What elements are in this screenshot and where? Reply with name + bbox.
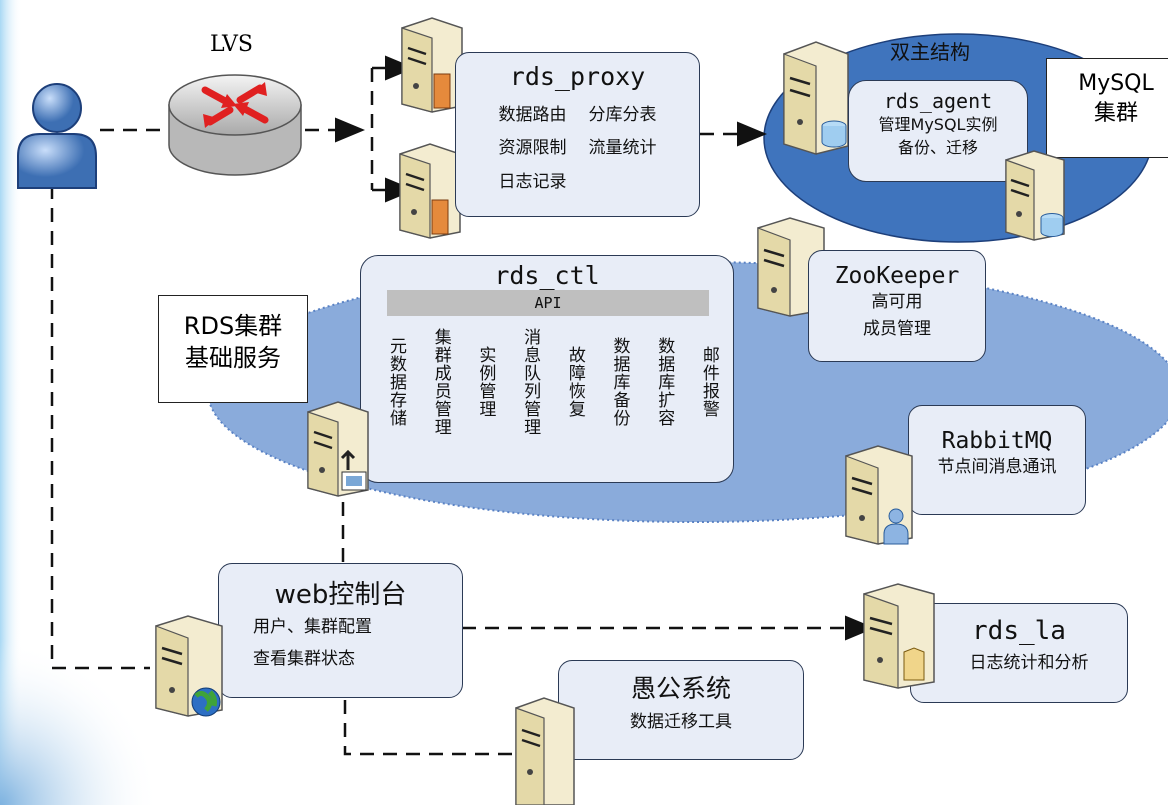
web-console-line: 查看集群状态: [253, 649, 355, 670]
rds-agent-title: rds_agent: [883, 89, 993, 113]
rds-la-title: rds_la: [972, 616, 1066, 646]
web-console-line: 用户、集群配置: [253, 617, 372, 637]
rds-la-box: rds_la 日志统计和分析: [910, 603, 1128, 703]
rabbitmq-box: RabbitMQ 节点间消息通讯: [908, 405, 1086, 515]
user-to-web-line: [50, 185, 150, 670]
yugong-box: 愚公系统 数据迁移工具: [558, 660, 804, 760]
ctl-function: 数据库备份: [609, 337, 630, 427]
user-icon: [17, 83, 97, 189]
ctl-function: 集群成员管理: [430, 328, 451, 436]
rds-ctl-title: rds_ctl: [494, 261, 600, 290]
ctl-function: 数据库扩容: [654, 337, 675, 427]
yugong-server-icon: [515, 697, 575, 805]
yugong-line: 数据迁移工具: [630, 712, 732, 732]
proxy-feature: 流量统计: [588, 138, 657, 159]
web-to-yugong-line: [343, 700, 518, 756]
ctl-server-icon: [307, 401, 369, 497]
rds-agent-line: 备份、迁移: [897, 138, 978, 158]
yugong-title: 愚公系统: [630, 674, 731, 703]
ctl-function: 实例管理: [475, 346, 496, 418]
web-console-box: web控制台 用户、集群配置 查看集群状态: [218, 563, 463, 698]
ctl-function: 邮件报警: [698, 346, 719, 418]
rabbitmq-title: RabbitMQ: [941, 428, 1053, 454]
rds-proxy-box: rds_proxy 数据路由 分库分表 资源限制 流量统计 日志记录: [455, 52, 700, 217]
rds-agent-box: rds_agent 管理MySQL实例 备份、迁移: [848, 80, 1028, 182]
web-console-title: web控制台: [274, 580, 407, 610]
web-server-icon: [155, 615, 223, 717]
router-icon: [168, 74, 302, 176]
rabbitmq-server-icon: [845, 445, 913, 545]
zookeeper-line: 成员管理: [863, 319, 931, 340]
proxy-feature: 数据路由: [498, 104, 567, 125]
proxy-server-icon-2: [399, 143, 461, 239]
ctl-function: 元数据存储: [386, 337, 406, 427]
proxy-feature: 分库分表: [588, 104, 657, 125]
ctl-function: 故障恢复: [564, 346, 585, 418]
api-bar: API: [387, 290, 709, 316]
ctl-function: 消息队列管理: [520, 328, 541, 436]
rds-ctl-functions: 元数据存储 集群成员管理 实例管理 消息队列管理 故障恢复 数据库备份 数据库扩…: [386, 328, 719, 436]
rds-la-server-icon: [863, 583, 935, 689]
base-services-label: RDS集群 基础服务: [158, 295, 308, 403]
zookeeper-title: ZooKeeper: [834, 263, 960, 289]
rds-ctl-box: rds_ctl API 元数据存储 集群成员管理 实例管理 消息队列管理 故障恢…: [360, 255, 734, 483]
rds-proxy-title: rds_proxy: [509, 62, 646, 91]
lvs-label: LVS: [210, 32, 253, 57]
mysql-server-icon-1: [783, 41, 849, 155]
dual-master-label: 双主结构: [890, 40, 970, 64]
rabbitmq-line: 节点间消息通讯: [937, 457, 1057, 477]
mysql-cluster-label: MySQL 集群: [1046, 58, 1168, 158]
zookeeper-line: 高可用: [871, 292, 923, 312]
proxy-feature: 日志记录: [498, 172, 567, 192]
zookeeper-box: ZooKeeper 高可用 成员管理: [808, 250, 986, 362]
rds-agent-line: 管理MySQL实例: [878, 115, 998, 134]
proxy-server-icon-1: [401, 17, 463, 113]
proxy-feature: 资源限制: [498, 138, 567, 159]
zookeeper-server-icon: [757, 217, 825, 317]
mysql-server-icon-2: [1005, 150, 1065, 241]
rds-la-line: 日志统计和分析: [969, 653, 1089, 673]
